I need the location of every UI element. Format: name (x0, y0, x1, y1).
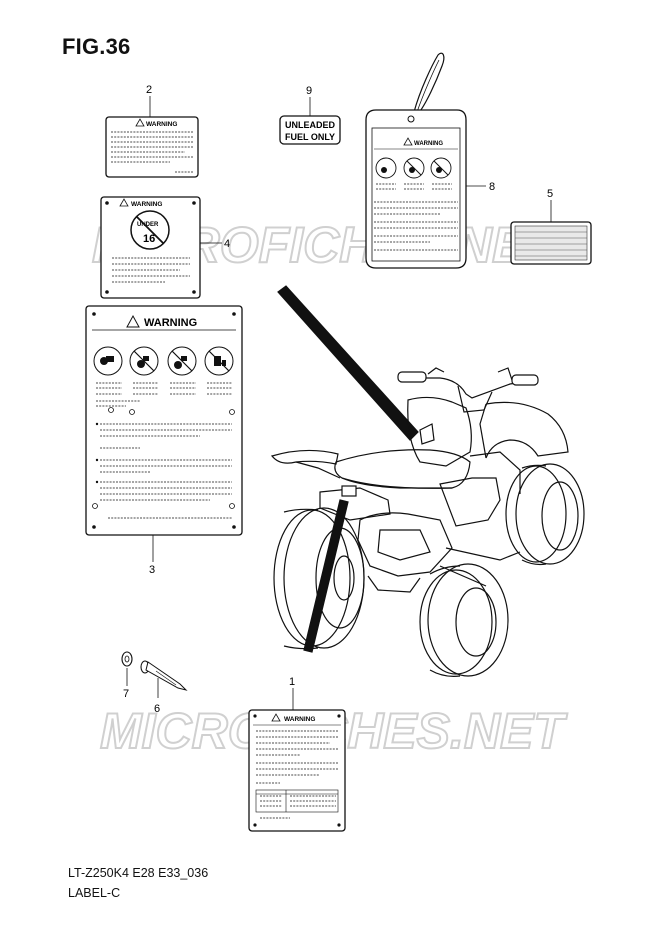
label-8-hang-tag[interactable]: WARNING (365, 52, 467, 269)
label-1-warning-title: WARNING (284, 716, 315, 723)
label-9-unleaded-fuel[interactable]: UNLEADED FUEL ONLY (279, 115, 341, 145)
fuel-label-line2: FUEL ONLY (285, 132, 335, 142)
atv-illustration (270, 285, 585, 677)
callout-3: 3 (149, 564, 155, 576)
label-3-warning-title: WARNING (144, 317, 197, 329)
label-4-warning-title: WARNING (131, 201, 162, 208)
model-code: LT-Z250K4 E28 E33_036 (68, 866, 209, 880)
label-2-warning-title: WARNING (146, 121, 177, 128)
age-badge-top: UNDER (137, 222, 159, 228)
label-5-reflector[interactable] (510, 221, 592, 265)
label-4-under-16[interactable]: WARNING UNDER 16 (100, 196, 201, 299)
part-6-rivet-screw[interactable] (140, 660, 188, 691)
callout-4: 4 (224, 238, 230, 250)
fuel-label-line1: UNLEADED (285, 120, 336, 130)
age-badge-number: 16 (143, 233, 155, 245)
callout-5: 5 (547, 188, 553, 200)
figure-title: FIG.36 (62, 34, 131, 59)
label-1-warning[interactable]: WARNING (248, 709, 346, 832)
callout-6: 6 (154, 703, 160, 715)
callout-9: 9 (306, 85, 312, 97)
part-7-washer[interactable] (121, 651, 133, 667)
section-name: LABEL-C (68, 886, 121, 900)
callout-8: 8 (489, 181, 495, 193)
label-2-warning-small[interactable]: WARNING (105, 116, 199, 178)
label-3-warning-large[interactable]: WARNING (85, 305, 243, 536)
callout-1: 1 (289, 676, 295, 688)
label-8-warning-title: WARNING (414, 141, 443, 147)
callout-7: 7 (123, 688, 129, 700)
callout-2: 2 (146, 84, 152, 96)
